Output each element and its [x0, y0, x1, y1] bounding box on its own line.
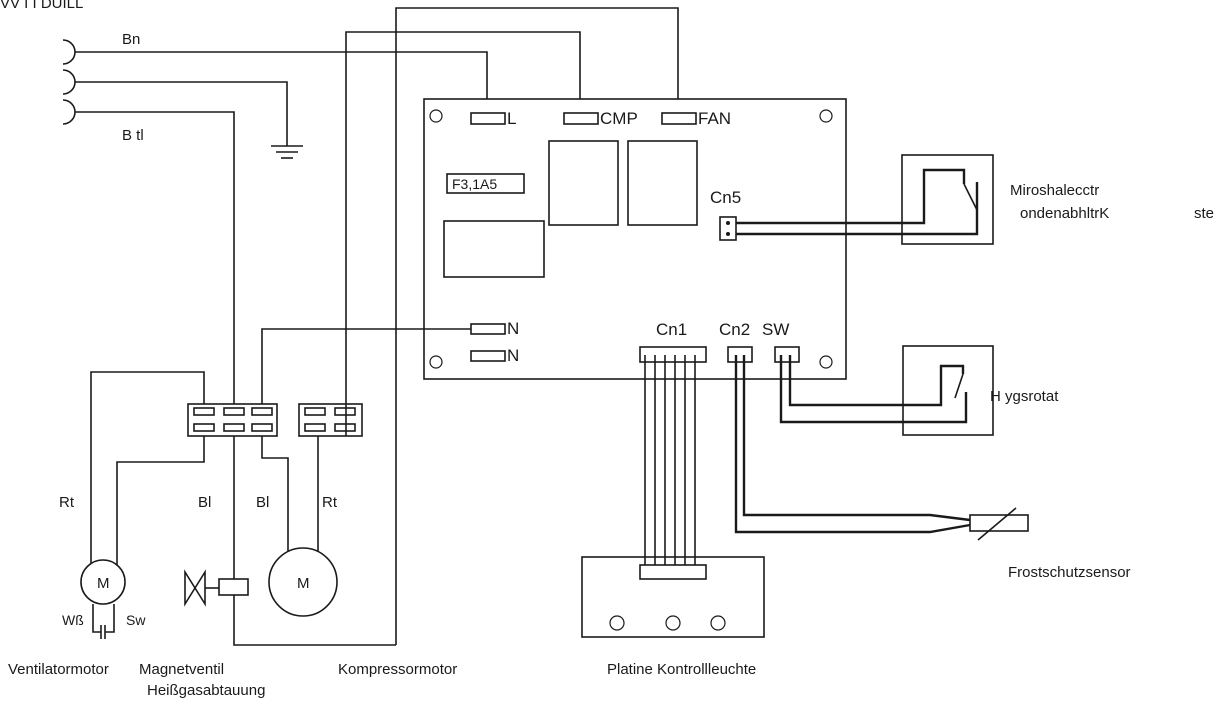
label-bl-2: Bl [256, 494, 269, 511]
fan-motor-symbol: M [97, 575, 110, 592]
label-hygrostat: H ygsrotat [990, 388, 1059, 405]
terminal-fan [661, 112, 697, 125]
wire-fan [395, 7, 679, 645]
connector-cn5 [719, 216, 737, 241]
wire-sw-a [779, 355, 968, 424]
label-cmp: CMP [600, 109, 638, 128]
lamp-board [581, 556, 765, 638]
label-btl: B tl [122, 127, 144, 144]
terminal-block-left-cells [193, 407, 273, 432]
label-sw: SW [762, 320, 789, 339]
board-mounting-holes [429, 109, 833, 369]
terminal-n2 [470, 350, 506, 362]
wire-cn5-b [736, 182, 979, 236]
label-cn5: Cn5 [710, 188, 741, 207]
supply-plug [62, 39, 76, 125]
label-microswitch-cut: ste [1194, 205, 1214, 222]
terminal-cmp [563, 112, 599, 125]
caption-valve-2: Heißgasabtauung [147, 682, 265, 699]
terminal-l [470, 112, 506, 125]
label-ws: Wß [62, 612, 84, 628]
relay-fan [627, 140, 698, 226]
label-bn: Bn [122, 31, 140, 48]
caption-valve-1: Magnetventil [139, 661, 224, 678]
header-partial-text: VV I I DUILL [0, 0, 83, 12]
caption-compressor: Kompressormotor [338, 661, 457, 678]
wire-valve [233, 436, 396, 646]
label-l: L [507, 109, 516, 128]
wire-sw-b [788, 355, 965, 407]
terminal-n1 [470, 323, 506, 335]
lamp-board-connector [639, 564, 707, 580]
label-frost-sensor: Frostschutzsensor [1008, 564, 1131, 581]
compressor-symbol: M [297, 575, 310, 592]
wire-n [261, 328, 471, 404]
label-fan: FAN [698, 109, 731, 128]
cn1-ribbon [644, 355, 696, 572]
wire-btl [75, 111, 235, 404]
wire-cmp [345, 31, 581, 404]
fan-motor-capacitor [92, 604, 115, 633]
label-n2: N [507, 346, 519, 365]
wire-compressor-1 [261, 436, 289, 552]
relay-cmp [548, 140, 619, 226]
label-rt-left: Rt [59, 494, 75, 511]
earth-symbol [271, 145, 303, 159]
fan-motor [80, 559, 126, 605]
caption-control-board: Platine Kontrollleuchte [607, 661, 756, 678]
label-microswitch-1: Miroshalecctr [1010, 182, 1099, 199]
transformer [443, 220, 545, 278]
label-cn1: Cn1 [656, 320, 687, 339]
wire-fan-motor-inner [116, 436, 205, 565]
wire-earth [75, 81, 288, 146]
hygrostat-box [902, 345, 994, 436]
compressor-motor [268, 547, 338, 617]
fuse [446, 173, 525, 194]
wire-fan-motor-outer [90, 371, 205, 565]
label-rt-right: Rt [322, 494, 338, 511]
terminal-block-right-cells [304, 407, 356, 432]
label-cn2: Cn2 [719, 320, 750, 339]
label-bl-1: Bl [198, 494, 211, 511]
connector-cn2 [727, 346, 753, 363]
wire-bn [75, 51, 488, 117]
wire-cn2-a [734, 355, 971, 534]
connector-cn1 [639, 346, 707, 363]
solenoid-valve [184, 569, 249, 607]
label-sw-wire: Sw [126, 612, 146, 628]
connector-sw [774, 346, 800, 363]
wire-cn5-a [736, 168, 966, 225]
label-microswitch-2: ondenabhltrK [1020, 205, 1109, 222]
wire-cn2-b [742, 355, 971, 522]
microswitch-box [901, 154, 994, 245]
caption-fan-motor: Ventilatormotor [8, 661, 109, 678]
label-n1: N [507, 319, 519, 338]
label-fuse: F3,1A5 [452, 176, 497, 192]
